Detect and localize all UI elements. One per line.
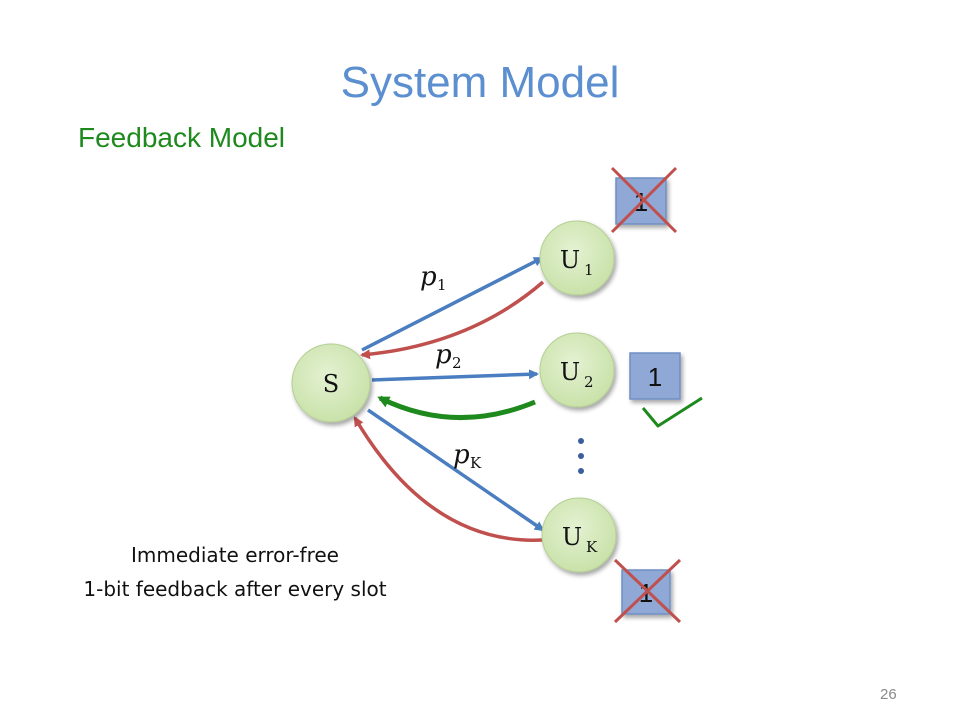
caption-line-1: Immediate error-free	[131, 543, 339, 567]
svg-text:1: 1	[648, 362, 662, 392]
user-node-uk: U K	[541, 497, 617, 573]
slide-title: System Model	[340, 58, 620, 107]
check-icon	[641, 396, 703, 428]
ellipsis-icon	[578, 438, 584, 474]
svg-text:p: p	[420, 262, 437, 292]
forward-arrow-u2	[371, 369, 539, 382]
user-node-u2: U 2	[539, 332, 615, 408]
svg-text:1: 1	[584, 261, 594, 279]
slide-subtitle: Feedback Model	[78, 122, 286, 153]
user-node-u1: U 1	[539, 220, 615, 296]
svg-text:U: U	[562, 523, 582, 551]
svg-text:S: S	[323, 370, 339, 398]
svg-text:2: 2	[584, 373, 594, 391]
cross-icon	[613, 558, 682, 624]
prob-label-p2: p 2	[435, 340, 462, 372]
svg-text:p: p	[453, 440, 470, 470]
prob-label-pk: p K	[453, 440, 482, 472]
forward-arrow-uk	[367, 408, 545, 532]
forward-arrow-u1	[361, 256, 544, 352]
svg-text:K: K	[470, 454, 482, 472]
feedback-bit-u2: 1	[629, 352, 681, 400]
svg-text:1: 1	[437, 276, 447, 294]
page-number: 26	[880, 686, 897, 703]
svg-text:2: 2	[452, 354, 462, 372]
feedback-caption: Immediate error-free 1-bit feedback afte…	[40, 538, 430, 606]
feedback-arrow-u2	[377, 395, 536, 421]
caption-line-2: 1-bit feedback after every slot	[83, 577, 387, 601]
prob-label-p1: p 1	[420, 262, 447, 294]
source-node: S	[291, 343, 371, 423]
feedback-arrow-u1	[360, 280, 545, 360]
svg-text:U: U	[560, 246, 580, 274]
svg-text:U: U	[560, 358, 580, 386]
svg-text:K: K	[586, 538, 598, 556]
feedback-arrow-uk	[353, 416, 543, 542]
cross-icon	[610, 166, 678, 234]
svg-text:p: p	[435, 340, 452, 370]
